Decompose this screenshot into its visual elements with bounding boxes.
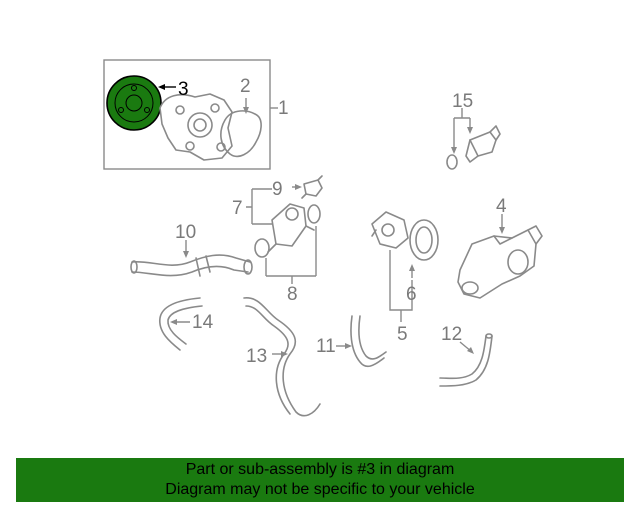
callout-15: 15 [452, 91, 473, 112]
callout-3: 3 [178, 79, 189, 100]
callout-7-bracket [246, 184, 302, 225]
gasket-part-6[interactable] [409, 219, 439, 261]
callout-9: 9 [272, 179, 283, 200]
water-outlet-part-4[interactable] [457, 225, 543, 299]
callout-3-arrow [158, 84, 165, 90]
info-banner: Part or sub-assembly is #3 in diagram Di… [16, 458, 624, 502]
banner-line-1: Part or sub-assembly is #3 in diagram [185, 461, 455, 478]
callout-12: 12 [441, 324, 462, 345]
hose-part-10[interactable] [130, 254, 253, 277]
hose-part-12[interactable] [439, 333, 493, 387]
assembly-frame [103, 59, 271, 170]
sensor-part-15[interactable] [446, 108, 501, 170]
thermostat-part-5[interactable] [371, 211, 409, 249]
pulley-part-3[interactable] [106, 75, 162, 131]
callout-4: 4 [496, 196, 507, 217]
callout-8: 8 [287, 284, 298, 305]
banner-line-2: Diagram may not be specific to your vehi… [165, 481, 475, 498]
callout-2: 2 [240, 76, 251, 97]
callout-14: 14 [192, 312, 214, 333]
water-pump-assembly-group [103, 59, 278, 170]
sensor-part-9[interactable] [301, 175, 323, 199]
callout-5: 5 [397, 324, 408, 345]
o-ring-upper [307, 204, 321, 224]
thermostat-housing-part-7[interactable] [254, 203, 321, 258]
callout-6: 6 [406, 284, 417, 305]
hose-part-11[interactable] [350, 315, 387, 368]
callout-1: 1 [278, 98, 289, 119]
callout-10: 10 [175, 222, 196, 243]
o-ring-lower [254, 238, 270, 258]
hose-part-14[interactable] [159, 297, 203, 351]
callout-11: 11 [316, 336, 336, 357]
callout-8-bracket [265, 226, 317, 277]
callout-7: 7 [232, 198, 243, 219]
water-pump-body [159, 93, 233, 161]
hose-part-13[interactable] [243, 297, 321, 417]
callout-13: 13 [246, 346, 267, 367]
